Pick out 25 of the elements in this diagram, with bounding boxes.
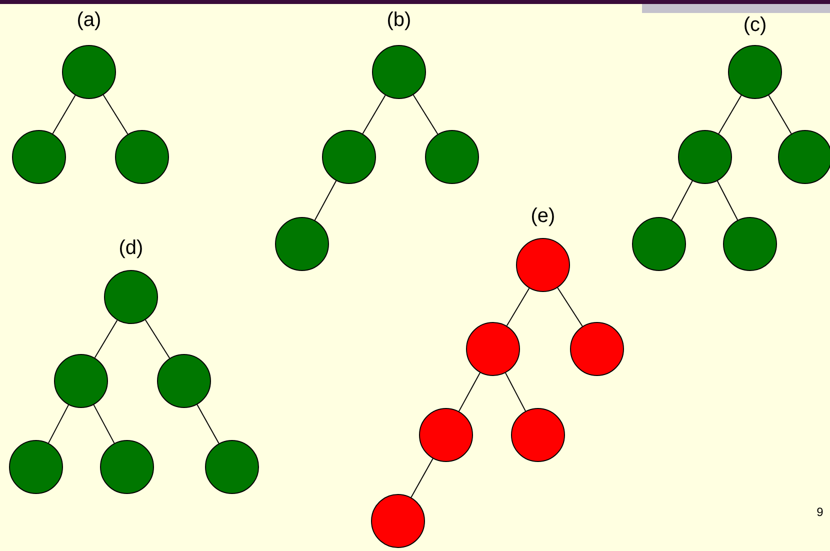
tree-edge [94, 320, 118, 358]
tree-edge [412, 94, 438, 135]
tree-edge [768, 94, 792, 134]
tree-edge [410, 458, 434, 498]
tree-edge [48, 404, 69, 444]
tree-edge [362, 94, 386, 134]
tree-edge [557, 287, 583, 327]
tree-label: (a) [76, 8, 102, 33]
tree-edge [314, 180, 337, 221]
tree-edge [196, 404, 220, 444]
tree-edge [93, 404, 115, 444]
tree-edge [718, 94, 742, 134]
tree-edge [505, 372, 526, 412]
tree-edge [506, 288, 530, 326]
tree-edge [144, 319, 170, 359]
tree-label: (c) [743, 13, 767, 38]
tree-edge [102, 94, 128, 135]
tree-label: (d) [118, 236, 144, 261]
tree-edge [716, 180, 738, 221]
page-number: 9 [816, 504, 824, 520]
tree-edge [671, 180, 693, 221]
tree-label: (e) [530, 204, 556, 229]
tree-edge [52, 94, 76, 134]
tree-edge [458, 372, 481, 412]
tree-label: (b) [386, 8, 412, 33]
